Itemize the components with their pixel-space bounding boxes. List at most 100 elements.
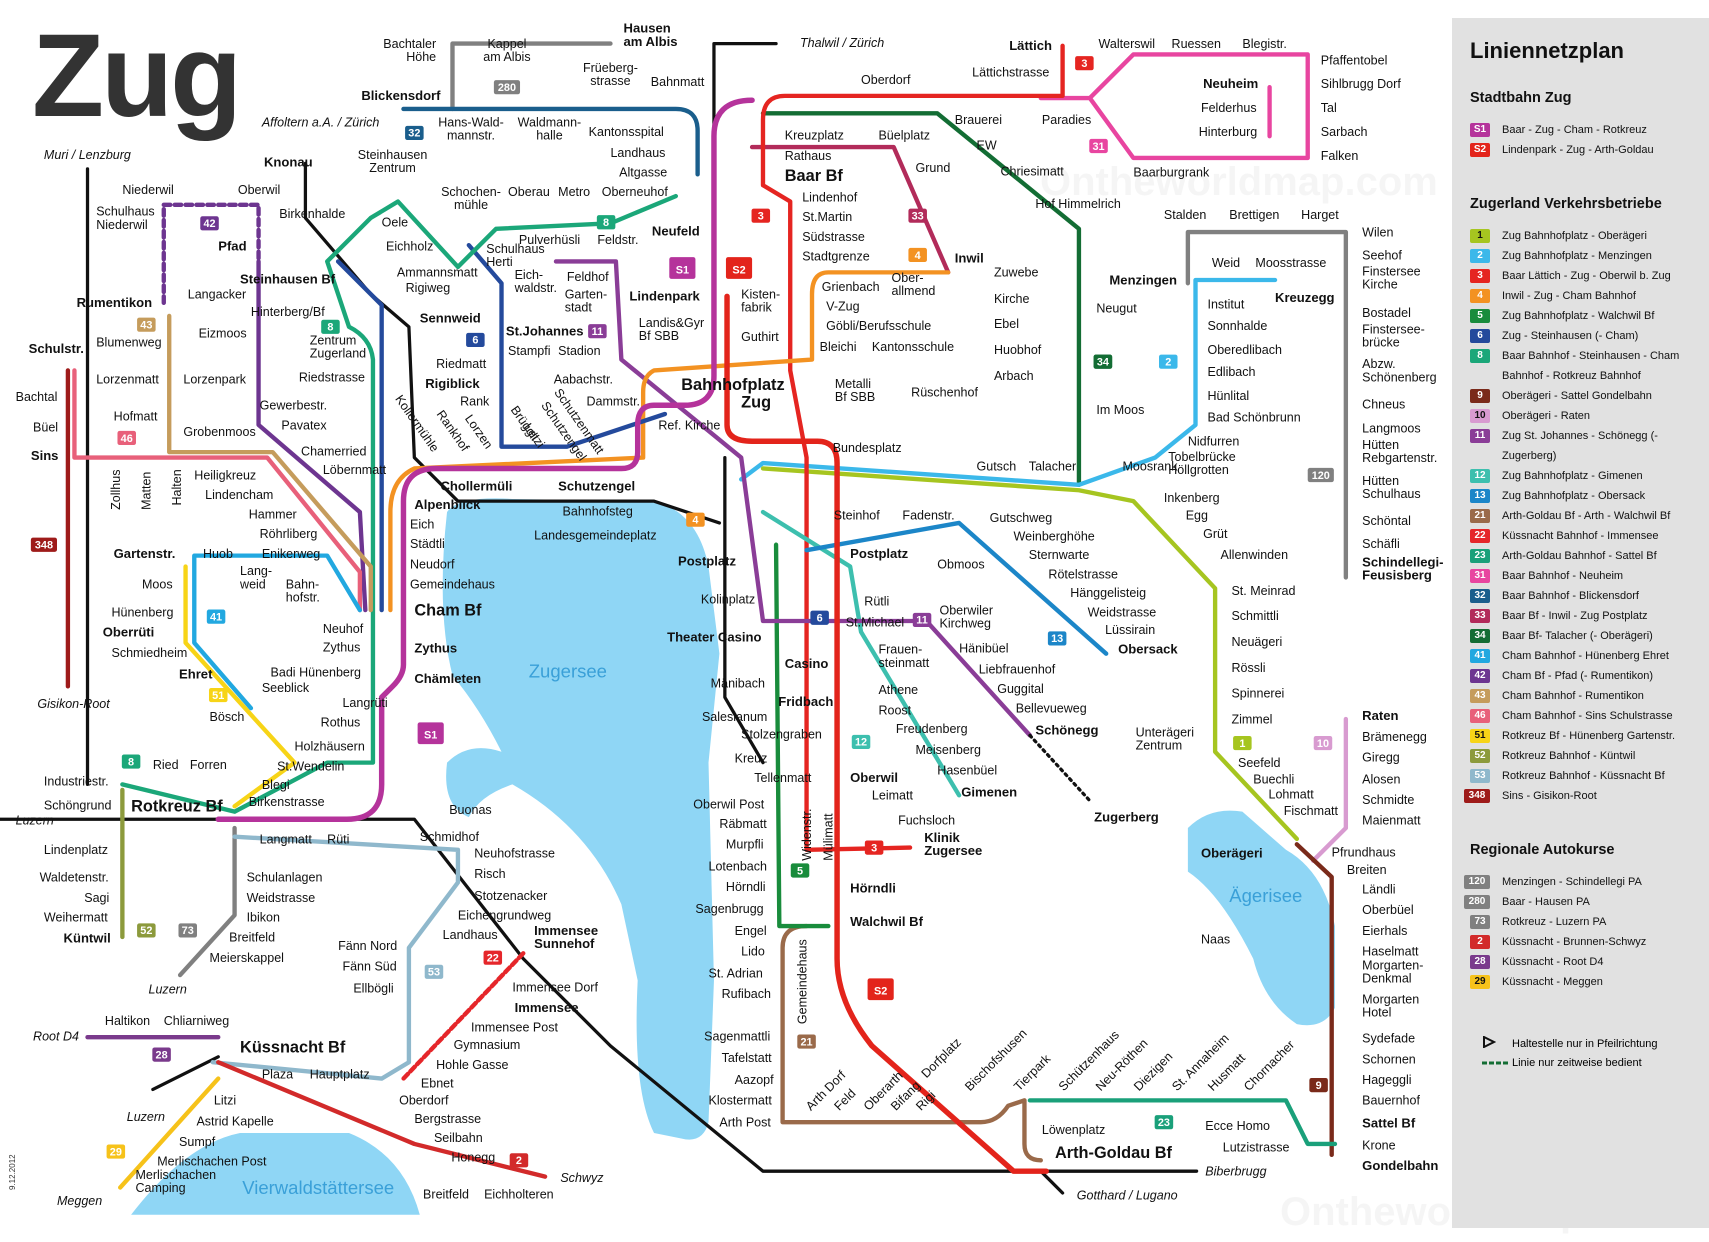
line-badge: 22 [1470, 529, 1490, 543]
station-label-line: Immensee [534, 923, 598, 938]
station-label: Rumentikon [77, 295, 152, 310]
station-label: Roost [878, 704, 911, 718]
station-label-line: Eich- [515, 268, 544, 282]
station-label: Lutzistrasse [1223, 1141, 1290, 1155]
map-line-badge: 53 [424, 964, 444, 979]
station-label: Brämenegg [1362, 730, 1427, 744]
line-badge: 41 [1470, 649, 1490, 663]
station-label: Gemeindehaus [410, 577, 495, 591]
station-label: Neuhof [323, 622, 364, 636]
station-label: Dorfplatz [919, 1035, 964, 1080]
map-line-badge: 9 [1309, 1078, 1328, 1093]
legend-item-label: Inwil - Zug - Cham Bahnhof [1502, 290, 1636, 302]
station-label: Sumpf [179, 1135, 216, 1149]
map-line-badge-text: 280 [498, 82, 516, 94]
station-label: Kirche [994, 292, 1030, 306]
line-badge: 32 [1470, 589, 1490, 603]
station-label: Kreuzplatz [785, 128, 844, 142]
station-label: Eierhals [1362, 924, 1407, 938]
station-label: Neudorf [410, 558, 455, 572]
station-label: Göbli/Berufsschule [826, 319, 931, 333]
station-label: Schmiedheim [111, 646, 187, 660]
station-label: Schönegg [1035, 722, 1098, 737]
station-label: Chamerried [301, 444, 366, 458]
map-line-badge: 22 [483, 950, 503, 965]
station-label: Lättichstrasse [972, 65, 1049, 79]
station-label: Weidstrasse [1088, 606, 1157, 620]
station-label: Bösch [210, 710, 245, 724]
station-label: Rathaus [785, 149, 832, 163]
station-label-line: Landis&Gyr [639, 316, 704, 330]
station-label-line: Zentrum [1136, 739, 1183, 753]
station-label: Seilbahn [434, 1131, 483, 1145]
station-label: Lindencham [205, 488, 273, 502]
station-label: Steinhausen Bf [240, 271, 336, 286]
station-label: Root D4 [33, 1029, 79, 1043]
station-label: Tal [1321, 101, 1337, 115]
station-label: Klostermatt [709, 1094, 773, 1108]
station-label: Grobenmoos [183, 425, 255, 439]
line-badge: 8 [1470, 349, 1490, 363]
line-badge: 53 [1470, 769, 1490, 783]
station-label-line: Hütten [1362, 474, 1399, 488]
station-label: Leimatt [872, 789, 914, 803]
station-label: Eichholz [386, 240, 433, 254]
station-label: Wilen [1362, 225, 1393, 239]
station-label: Zythus [414, 641, 457, 656]
station-label: Falken [1321, 149, 1359, 163]
station-label-line: Oberwiler [939, 603, 993, 617]
station-label-line: hofstr. [286, 590, 320, 604]
map-line-badge: S1 [417, 722, 444, 745]
station-label: Huobhof [994, 343, 1042, 357]
station-label: Postplatz [678, 553, 737, 568]
station-label: Breitfeld [229, 930, 275, 944]
map-line-badge-text: 42 [203, 218, 215, 230]
station-label: Zugerberg [1094, 809, 1159, 824]
station-label: Obersack [1118, 642, 1178, 657]
station-label: Zythus [323, 641, 361, 655]
map-line-badge: 51 [208, 688, 228, 703]
map-line-badge: 4 [908, 247, 927, 263]
map-line-badge-text: 6 [472, 335, 478, 347]
map-line-badge: 5 [790, 863, 810, 878]
legend-item-label: Rotkreuz - Luzern PA [1502, 916, 1607, 928]
station-label-line: Hans-Wald- [438, 115, 504, 129]
station-label: Neugut [1096, 302, 1137, 316]
station-label: Casino [785, 656, 829, 671]
station-label: Matten [140, 472, 154, 510]
legend-item-label: Menzingen - Schindellegi PA [1502, 876, 1642, 888]
station-label-line: Abzw. [1362, 357, 1395, 371]
station-label: Risch [474, 867, 505, 881]
station-label: Metro [558, 185, 590, 199]
station-label: Schöngrund [44, 798, 112, 812]
station-label: Tierpark [1011, 1051, 1054, 1094]
station-label: Honegg [451, 1150, 495, 1164]
station-label-line: am Albis [624, 34, 678, 49]
station-label-line: Niederwil [96, 218, 147, 232]
station-label: Hänibüel [959, 642, 1008, 656]
station-label: Oberägeri [1201, 845, 1263, 860]
map-line-badge: 1 [1233, 735, 1252, 751]
station-label: Neuheim [1203, 76, 1258, 91]
station-label-line: Schulhaus [486, 242, 544, 256]
station-label: Oberdorf [399, 1094, 449, 1108]
map-line-badge-text: 29 [110, 1146, 122, 1158]
map-line-badge-text: 21 [801, 1036, 813, 1048]
legend-item-label: Baar Bahnhof - Blickensdorf [1502, 590, 1639, 602]
line-badge: 3 [1470, 269, 1490, 283]
legend-item-label: Rotkreuz Bf - Hünenberg Gartenstr. [1502, 730, 1676, 742]
station-label: Hünlital [1207, 389, 1249, 403]
legend-item-label: Rotkreuz Bahnhof - Küssnacht Bf [1502, 770, 1665, 782]
station-label: Maienmatt [1362, 814, 1421, 828]
station-label: Morgarten-Denkmal [1362, 959, 1423, 986]
station-label-line: Kirche [1362, 278, 1398, 292]
station-label: Chämleten [414, 671, 481, 686]
